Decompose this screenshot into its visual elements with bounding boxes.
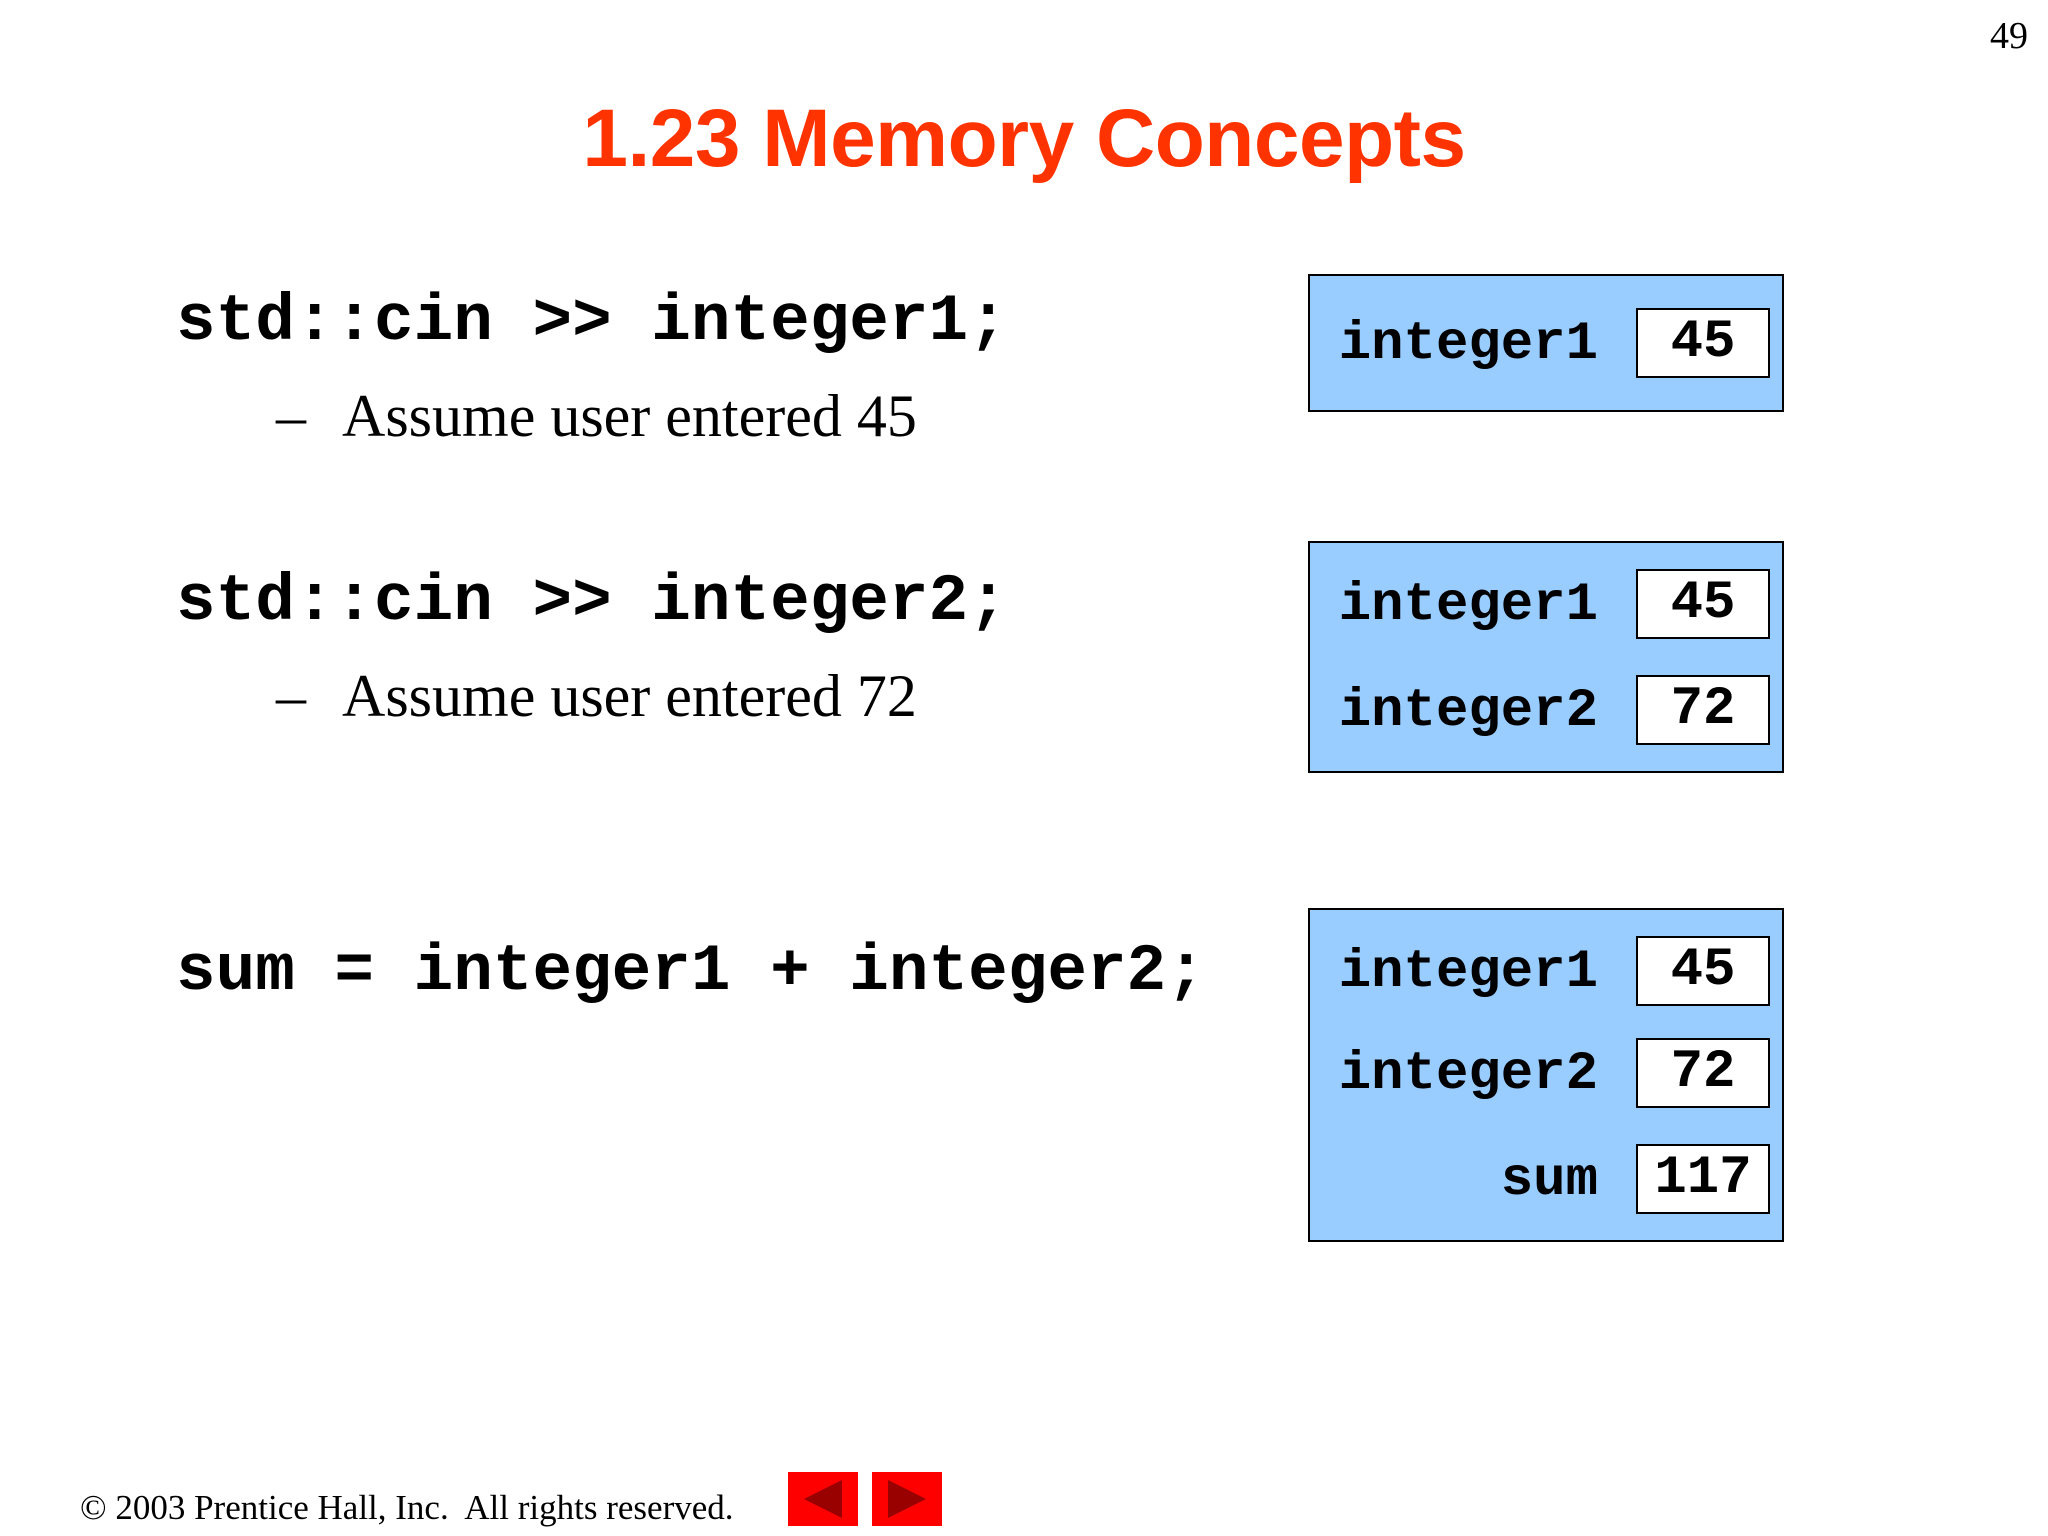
page-number: 49 [1990,15,2028,57]
memory-box-1: integer1 45 [1308,274,1784,412]
variable-name: integer2 [1338,681,1598,742]
memory-variable: sum 117 [1310,1144,1782,1214]
triangle-left-icon [804,1480,842,1518]
variable-value: 72 [1636,675,1770,745]
slide-title: 1.23 Memory Concepts [582,93,1466,184]
bullet-dash: – [276,383,306,449]
memory-variable: integer2 72 [1310,675,1782,745]
variable-name: integer1 [1338,575,1598,636]
variable-name: sum [1500,1150,1598,1211]
previous-slide-button[interactable] [788,1472,858,1526]
note-statement-1: –Assume user entered 45 [276,382,917,451]
code-statement-3: sum = integer1 + integer2; [176,934,1206,1009]
memory-variable: integer1 45 [1310,936,1782,1006]
variable-name: integer1 [1338,942,1598,1003]
memory-box-2: integer1 45 integer2 72 [1308,541,1784,773]
bullet-dash: – [276,663,306,729]
memory-variable: integer1 45 [1310,308,1782,378]
variable-value: 45 [1636,308,1770,378]
note-text: Assume user entered 72 [342,663,917,729]
note-statement-2: –Assume user entered 72 [276,662,917,731]
memory-variable: integer1 45 [1310,569,1782,639]
triangle-right-icon [888,1480,926,1518]
variable-value: 117 [1636,1144,1770,1214]
memory-variable: integer2 72 [1310,1038,1782,1108]
note-text: Assume user entered 45 [342,383,917,449]
next-slide-button[interactable] [872,1472,942,1526]
code-statement-1: std::cin >> integer1; [176,284,1008,359]
code-statement-2: std::cin >> integer2; [176,564,1008,639]
variable-value: 45 [1636,936,1770,1006]
variable-value: 72 [1636,1038,1770,1108]
variable-value: 45 [1636,569,1770,639]
variable-name: integer2 [1338,1044,1598,1105]
memory-box-3: integer1 45 integer2 72 sum 117 [1308,908,1784,1242]
copyright-notice: © 2003 Prentice Hall, Inc. All rights re… [80,1488,734,1527]
variable-name: integer1 [1338,314,1598,375]
